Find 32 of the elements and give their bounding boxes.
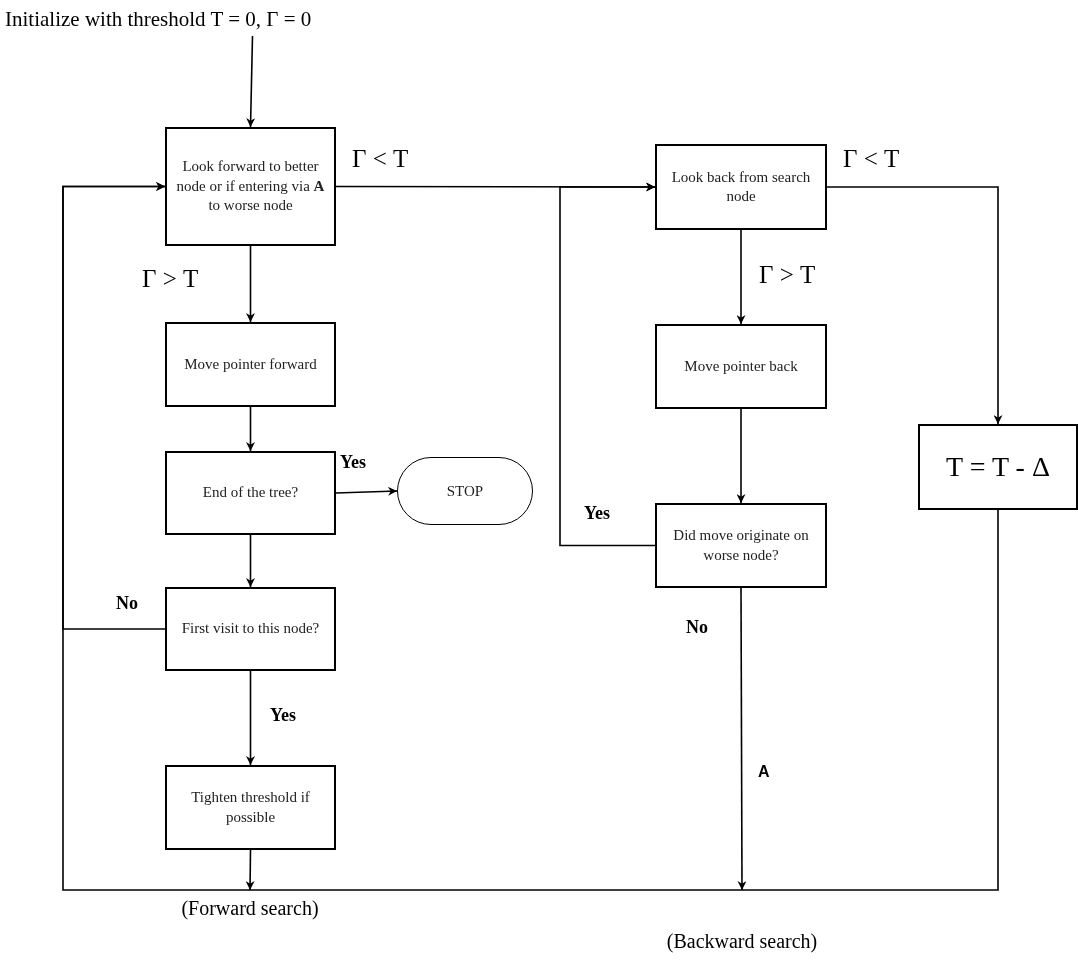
- process-box: T = T - Δ: [918, 424, 1078, 510]
- arrow: [736, 408, 746, 504]
- edge-label: Yes: [340, 453, 366, 471]
- process-box: Look back from search node: [655, 144, 827, 230]
- edge-label: No: [686, 618, 708, 636]
- arrow: [736, 229, 746, 325]
- process-box: Move pointer back: [655, 324, 827, 409]
- start-text: Initialize with threshold T = 0, Γ = 0: [5, 4, 500, 36]
- arrow: [246, 245, 255, 323]
- terminal-box: STOP: [397, 457, 533, 525]
- process-box: Did move originate on worse node?: [655, 503, 827, 588]
- process-box: Tighten threshold if possible: [165, 765, 336, 850]
- process-box: First visit to this node?: [165, 587, 336, 671]
- arrow: [559, 182, 656, 547]
- arrow: [826, 186, 1003, 425]
- arrow: [246, 670, 255, 766]
- arrow: [245, 849, 255, 891]
- end-text: (Forward search): [150, 890, 350, 923]
- arrow: [737, 587, 747, 891]
- process-box: Move pointer forward: [165, 322, 336, 407]
- end-text: (Backward search): [630, 890, 854, 956]
- connector-label: A: [758, 764, 770, 780]
- process-box: Look forward to better node or if entering via A to worse node: [165, 127, 336, 246]
- edge-label: Yes: [270, 706, 296, 724]
- arrow: [335, 486, 398, 496]
- arrow: [246, 534, 255, 588]
- arrow: [62, 182, 999, 891]
- process-box: End of the tree?: [165, 451, 336, 535]
- edge-label: Yes: [584, 504, 610, 522]
- arrow: [246, 35, 256, 128]
- edge-label: No: [116, 594, 138, 612]
- arrow: [246, 406, 255, 452]
